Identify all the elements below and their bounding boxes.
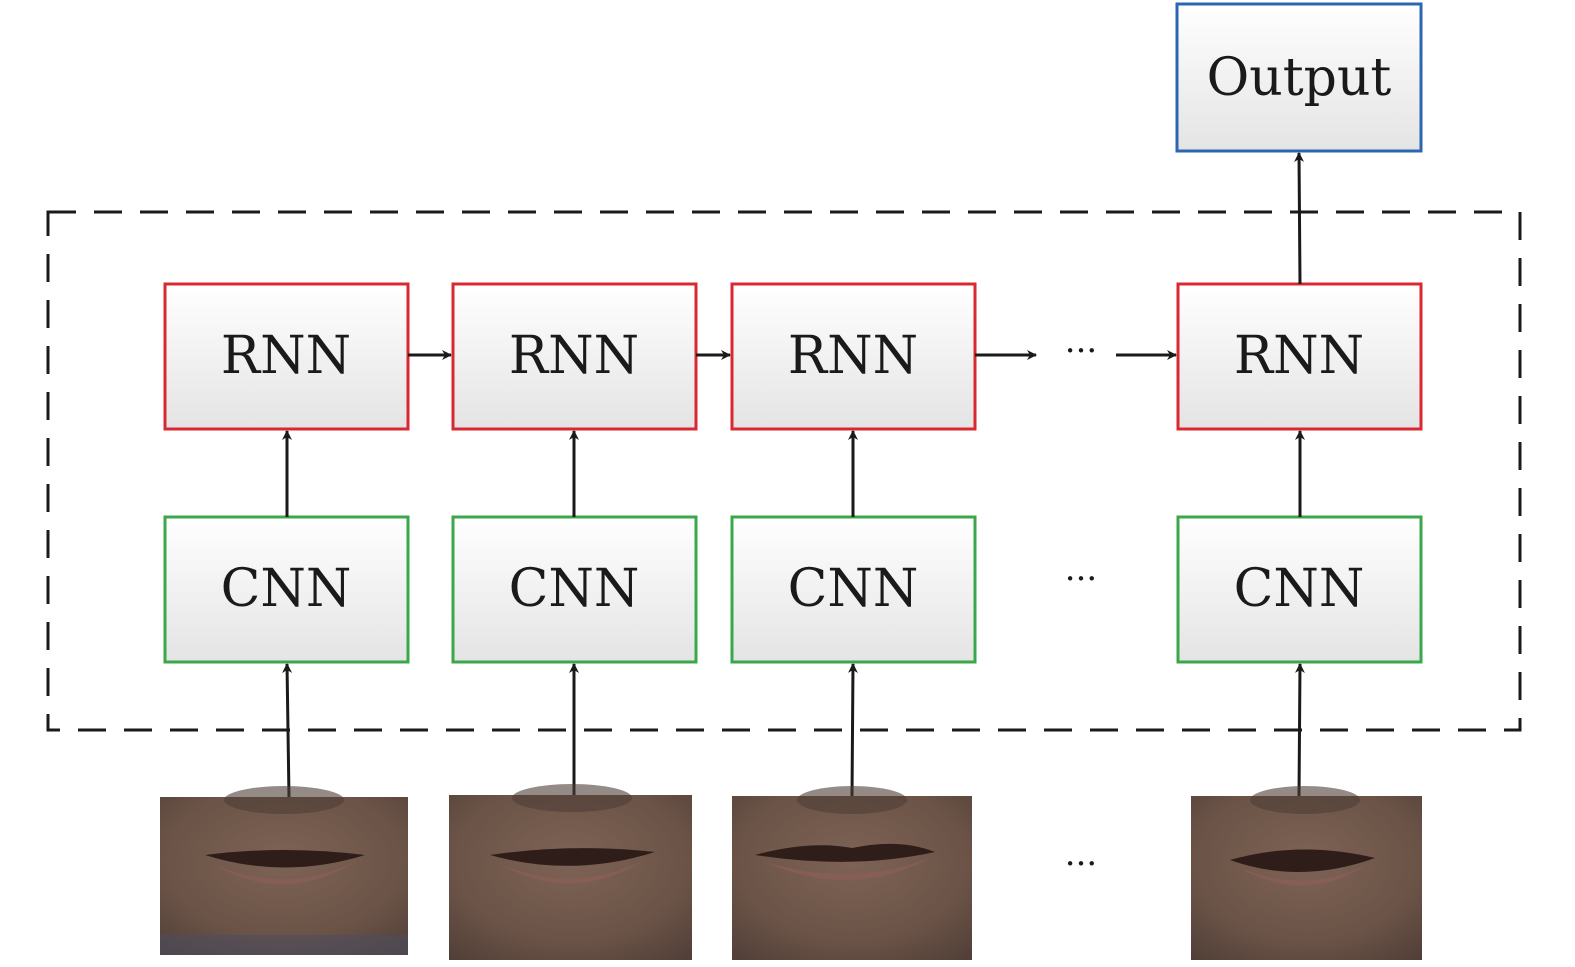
cnn-label: CNN [788,559,919,619]
mouth-frame-3 [732,786,972,960]
cnn-box-1: CNN [163,515,410,664]
cnn-label: CNN [1234,559,1365,619]
cnn-ellipsis: ··· [1065,559,1097,599]
rnn-label: RNN [1234,326,1364,386]
output-box: Output [1175,2,1423,153]
mouth-frame-2 [449,784,692,960]
cnn-label: CNN [221,559,352,619]
cnn-label: CNN [509,559,640,619]
rnn-box-2: RNN [451,282,698,431]
rnn-ellipsis: ··· [1065,331,1097,371]
cnn-box-3: CNN [730,515,977,664]
rnn-box-1: RNN [163,282,410,431]
mouth-frame-4 [1191,786,1422,960]
rnn-output-arrow [1294,152,1305,285]
mouth-frame-1 [160,786,408,955]
image-cnn-arrow-4 [1294,663,1305,798]
image-cnn-arrow-3 [847,663,858,798]
rnn-box-4: RNN [1176,282,1423,431]
rnn-label: RNN [221,326,351,386]
cnn-box-4: CNN [1176,515,1423,664]
dashed-frame [46,210,1522,732]
rnn-label: RNN [788,326,918,386]
output-label: Output [1207,48,1392,108]
rnn-box-3: RNN [730,282,977,431]
image-ellipsis: ··· [1065,844,1097,884]
image-cnn-arrow-1 [282,663,293,798]
rnn-label: RNN [509,326,639,386]
cnn-box-2: CNN [451,515,698,664]
